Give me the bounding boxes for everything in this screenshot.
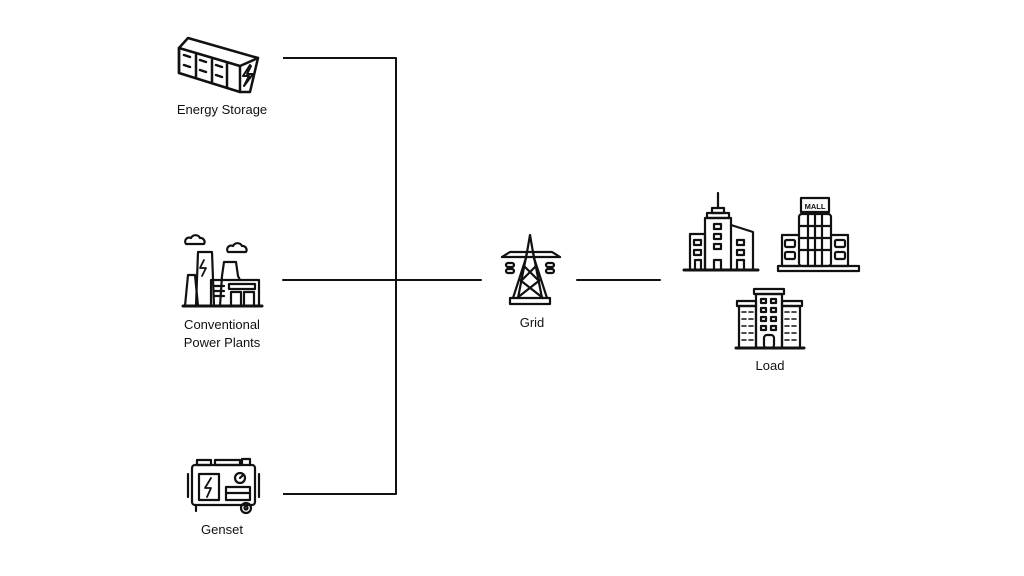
connector-storage-bus xyxy=(283,57,397,495)
conventional-label-line2: Power Plants xyxy=(183,335,261,350)
transmission-tower-icon xyxy=(500,233,562,306)
load-label: Load xyxy=(755,358,785,373)
energy-storage-label: Energy Storage xyxy=(176,102,268,117)
grid-label: Grid xyxy=(519,315,545,330)
mall-building-icon xyxy=(776,196,861,273)
office-building-icon xyxy=(682,191,760,272)
mall-sign: MALL xyxy=(805,202,826,211)
buildings-icon: MALL xyxy=(682,191,861,350)
genset-label: Genset xyxy=(201,522,243,537)
apartment-building-icon xyxy=(734,287,806,350)
connectors xyxy=(282,57,661,495)
battery-container-icon xyxy=(177,36,260,94)
power-plant-icon xyxy=(181,234,264,308)
generator-icon xyxy=(186,457,261,515)
conventional-label-line1: Conventional xyxy=(184,317,260,332)
